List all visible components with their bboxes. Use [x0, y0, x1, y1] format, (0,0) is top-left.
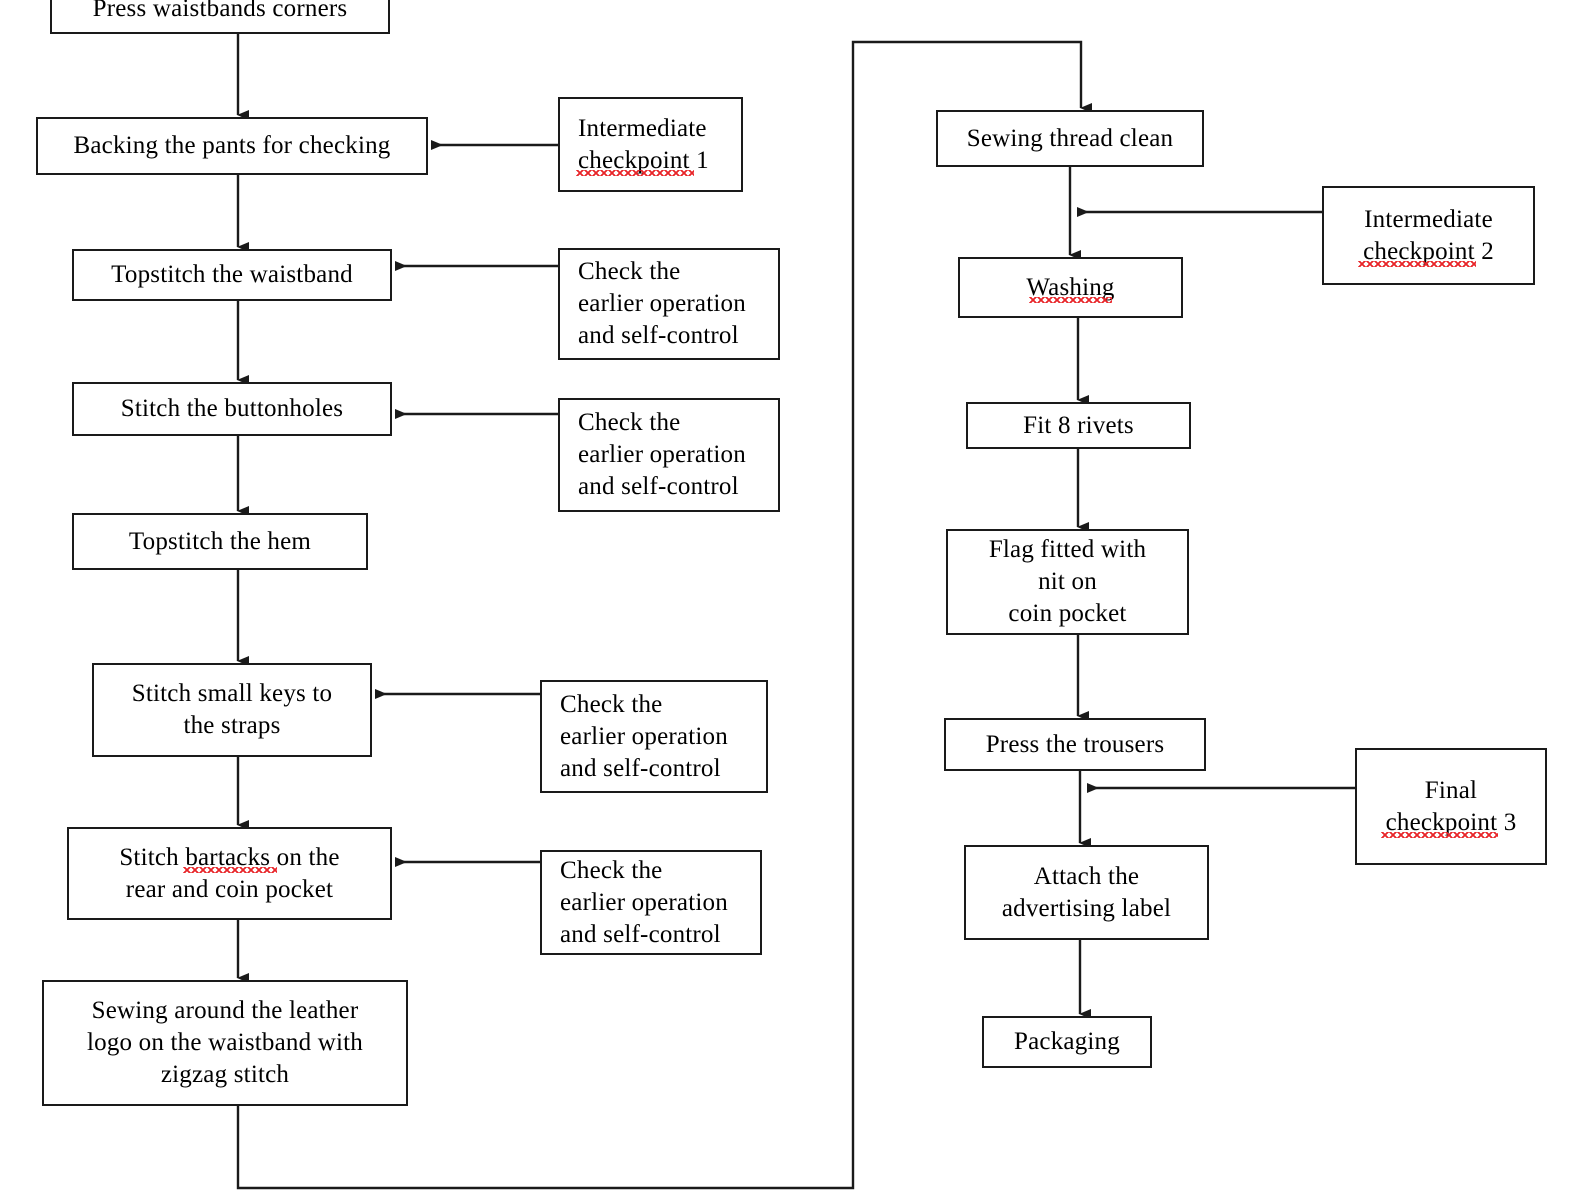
node-label: Topstitch the waistband — [111, 261, 353, 288]
node-label: Check the earlier operation and self-con… — [578, 409, 746, 500]
node-flag-fitted-with-nit-on-coin-pocket: Flag fitted with nit on coin pocket — [946, 529, 1189, 635]
node-check-self-control-4: Check the earlier operation and self-con… — [540, 850, 762, 955]
node-label: Stitch small keys to the straps — [131, 680, 333, 739]
node-press-the-trousers: Press the trousers — [944, 718, 1206, 771]
node-attach-the-advertising-label: Attach the advertising label — [964, 845, 1209, 940]
node-label: Backing the pants for checking — [73, 132, 391, 159]
node-label: Check the earlier operation and self-con… — [560, 690, 728, 782]
node-washing: Washing — [958, 257, 1183, 318]
node-label: Topstitch the hem — [128, 527, 312, 555]
node-topstitch-the-hem: Topstitch the hem — [72, 513, 368, 570]
node-intermediate-checkpoint-2: Intermediate checkpoint 2 — [1322, 186, 1535, 285]
node-check-self-control-1: Check the earlier operation and self-con… — [558, 248, 780, 360]
node-label: Attach the advertising label — [1001, 862, 1172, 922]
node-stitch-small-keys-to-the-straps: Stitch small keys to the straps — [92, 663, 372, 757]
node-sewing-thread-clean: Sewing thread clean — [936, 110, 1204, 167]
node-label: Press the trousers — [985, 730, 1165, 758]
node-fit-8-rivets: Fit 8 rivets — [966, 402, 1191, 449]
node-sewing-around-leather-logo: Sewing around the leather logo on the wa… — [42, 980, 408, 1106]
node-press-waistbands-corners: Press waistbands corners — [50, 0, 390, 34]
node-label: Final checkpoint 3 — [1385, 776, 1517, 836]
node-packaging: Packaging — [982, 1016, 1152, 1068]
node-label: Fit 8 rivets — [1023, 411, 1134, 439]
node-label: Flag fitted with nit on coin pocket — [988, 536, 1147, 627]
node-label: Intermediate checkpoint 2 — [1363, 205, 1494, 265]
node-label: Intermediate checkpoint 1 — [578, 114, 709, 174]
node-stitch-bartacks-rear-coin-pocket: Stitch bartacks on the rear and coin poc… — [67, 827, 392, 920]
node-label: Stitch the buttonholes — [120, 395, 344, 422]
node-label: Check the earlier operation and self-con… — [578, 258, 746, 349]
node-check-self-control-2: Check the earlier operation and self-con… — [558, 398, 780, 512]
node-stitch-the-buttonholes: Stitch the buttonholes — [72, 382, 392, 436]
node-label: Press waistbands corners — [92, 0, 348, 22]
node-label: Sewing around the leather logo on the wa… — [86, 997, 363, 1088]
node-label: Sewing thread clean — [966, 124, 1174, 152]
node-final-checkpoint-3: Final checkpoint 3 — [1355, 748, 1547, 865]
node-label: Stitch bartacks on the rear and coin poc… — [119, 843, 340, 903]
node-topstitch-the-waistband: Topstitch the waistband — [72, 249, 392, 301]
node-intermediate-checkpoint-1: Intermediate checkpoint 1 — [558, 97, 743, 192]
node-backing-the-pants-for-checking: Backing the pants for checking — [36, 117, 428, 175]
node-label: Packaging — [1014, 1028, 1120, 1055]
node-label: Washing — [1026, 273, 1115, 301]
node-check-self-control-3: Check the earlier operation and self-con… — [540, 680, 768, 793]
node-label: Check the earlier operation and self-con… — [560, 856, 728, 948]
